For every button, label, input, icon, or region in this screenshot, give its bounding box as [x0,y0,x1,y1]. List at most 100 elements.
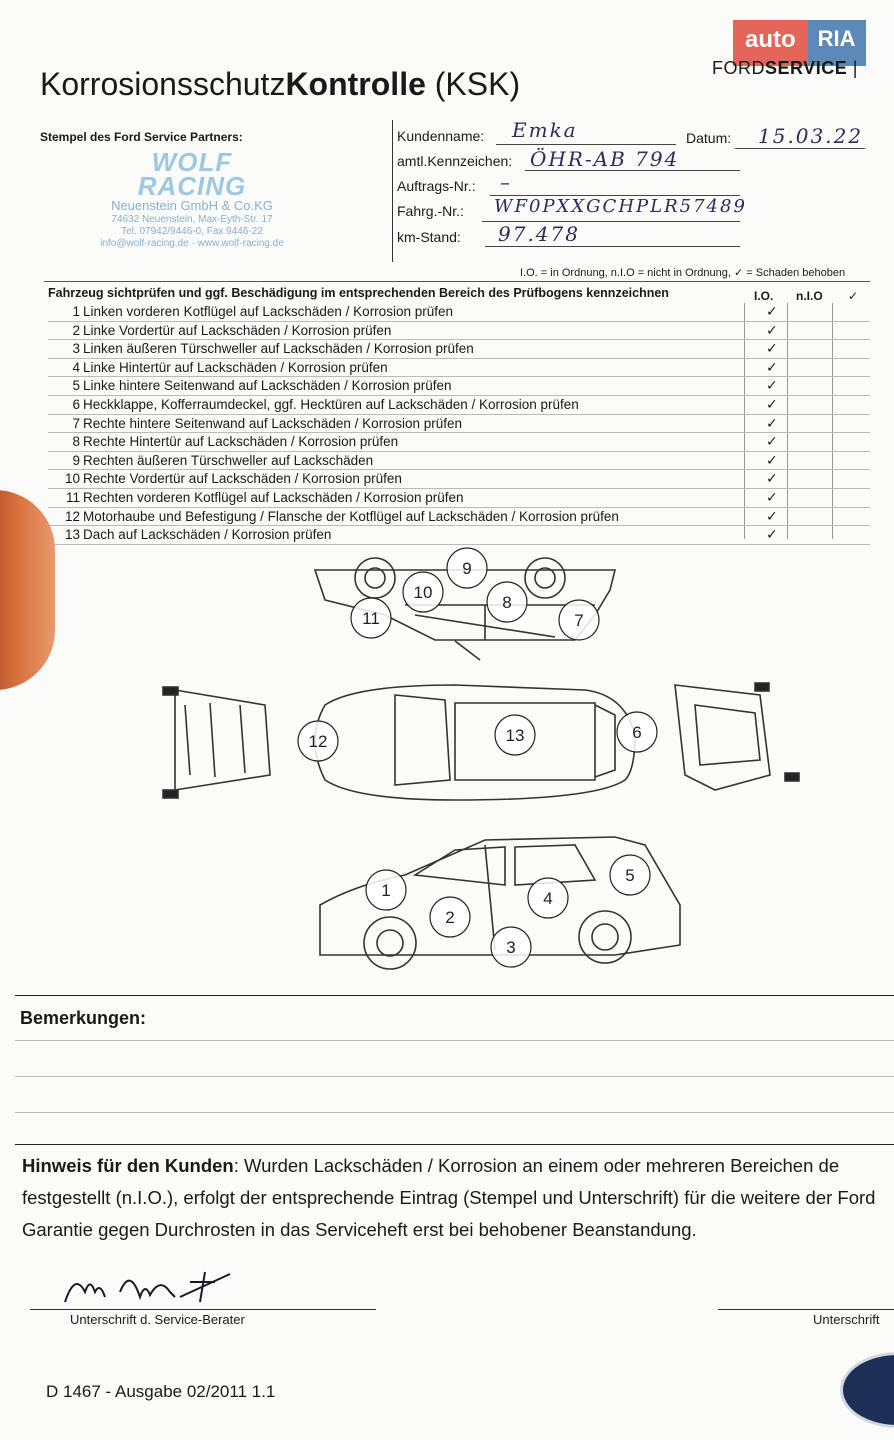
area-label-13: 13 [506,726,525,745]
area-bubble-1 [365,869,407,911]
row-text: Linke Hintertür auf Lackschäden / Korros… [83,359,388,375]
vin-line [482,221,740,222]
row-number: 11 [65,489,80,505]
remarks-label: Bemerkungen: [20,1008,147,1028]
service-word: SERVICE [765,58,848,78]
area-bubble-12 [297,720,339,762]
stamp-web: info@wolf-racing.de · www.wolf-racing.de [100,238,284,249]
plate-line [525,170,740,171]
order-line [490,195,740,196]
date-label: Datum: [686,130,732,146]
customer-name-label: Kundenname: [397,128,485,144]
legend-text: I.O. = in Ordnung, n.I.O = nicht in Ordn… [520,267,846,279]
col-divider-1 [744,303,745,539]
row-number: 6 [72,396,80,412]
row-text: Motorhaube und Befestigung / Flansche de… [83,508,619,524]
car-front-view [162,686,271,799]
advisor-signature-line [30,1309,376,1310]
car-top-view [314,684,636,801]
date-value: 15.03.22 [758,124,864,148]
remarks-bottom-rule [15,1144,894,1145]
row-number: 2 [72,322,80,338]
area-label-10: 10 [414,583,433,602]
row-text: Heckklappe, Kofferraumdeckel, ggf. Heckt… [83,396,579,412]
stamp-address: 74632 Neuenstein, Max-Eyth-Str. 17 [111,214,273,225]
ford-service-logo: FORDSERVICE | [712,58,858,78]
row-text: Rechten äußeren Türschweller auf Lacksch… [83,452,374,468]
row-number: 3 [72,341,80,357]
car-rear-view [674,682,800,791]
area-bubble-2 [429,896,471,938]
row-check-mark[interactable]: ✓ [766,470,778,487]
area-bubble-10 [402,571,444,613]
row-check-mark[interactable]: ✓ [766,395,778,412]
col-fixed-header: ✓ [848,289,859,303]
holding-finger [0,490,55,690]
row-check-mark[interactable]: ✓ [766,488,778,505]
stamp-company: Neuenstein GmbH & Co.KG [111,198,273,213]
form-footer-code: D 1467 - Ausgabe 02/2011 1.1 [46,1382,276,1401]
area-label-1: 1 [381,881,390,900]
ford-oval-logo [840,1352,894,1428]
row-check-mark[interactable]: ✓ [766,377,778,394]
customer-name-value: Emka [512,118,578,142]
row-number: 9 [72,452,80,468]
km-line [485,246,740,247]
remarks-top-rule [15,995,894,996]
row-check-mark[interactable]: ✓ [766,507,778,524]
customer-name-line [496,144,676,145]
area-bubble-9 [446,547,488,589]
row-text: Linke Vordertür auf Lackschäden / Korros… [83,322,392,338]
row-number: 4 [72,359,80,375]
row-check-mark[interactable]: ✓ [766,414,778,431]
area-label-3: 3 [506,938,515,957]
row-check-mark[interactable]: ✓ [766,340,778,357]
remarks-line-1 [15,1040,894,1041]
notice-text: : Wurden Lackschäden / Korrosion an eine… [22,1155,876,1240]
km-value: 97.478 [498,222,580,246]
area-bubble-3 [490,926,532,968]
row-check-mark[interactable]: ✓ [766,358,778,375]
area-label-7: 7 [574,611,583,630]
order-value: – [500,170,512,194]
row-check-mark[interactable]: ✓ [766,451,778,468]
col-divider-2 [787,303,788,539]
stamp-logo-bottom: RACING [137,171,247,201]
stamp-label: Stempel des Ford Service Partners: [40,130,243,144]
row-number: 8 [72,434,80,450]
title-part1: Korrosionsschutz [40,66,286,102]
area-label-11: 11 [362,609,380,628]
area-bubble-7 [558,599,600,641]
title-part3: (KSK) [425,66,521,102]
row-check-mark[interactable]: ✓ [766,433,778,450]
area-label-6: 6 [632,723,641,742]
stamp-phone: Tel. 07942/9446-0, Fax 9446-22 [121,226,263,237]
row-number: 7 [72,415,80,431]
ford-word: FORD [712,58,765,78]
row-check-mark[interactable]: ✓ [766,526,778,543]
row-check-mark[interactable]: ✓ [766,303,778,319]
notice-bold: Hinweis für den Kunden [22,1155,234,1176]
area-bubble-8 [486,581,528,623]
area-label-4: 4 [543,889,552,908]
area-label-9: 9 [462,559,471,578]
area-label-2: 2 [445,908,454,927]
row-text: Dach auf Lackschäden / Korrosion prüfen [83,527,332,543]
area-label-8: 8 [502,593,511,612]
vin-value: WF0PXXGCHPLR57489 [494,196,747,217]
customer-notice: Hinweis für den Kunden: Wurden Lackschäd… [22,1150,894,1246]
row-check-mark[interactable]: ✓ [766,321,778,338]
row-text: Rechten vorderen Kotflügel auf Lackschäd… [83,489,464,505]
vin-label: Fahrg.-Nr.: [397,203,464,219]
area-bubble-5 [609,854,651,896]
area-bubble-11 [350,597,392,639]
